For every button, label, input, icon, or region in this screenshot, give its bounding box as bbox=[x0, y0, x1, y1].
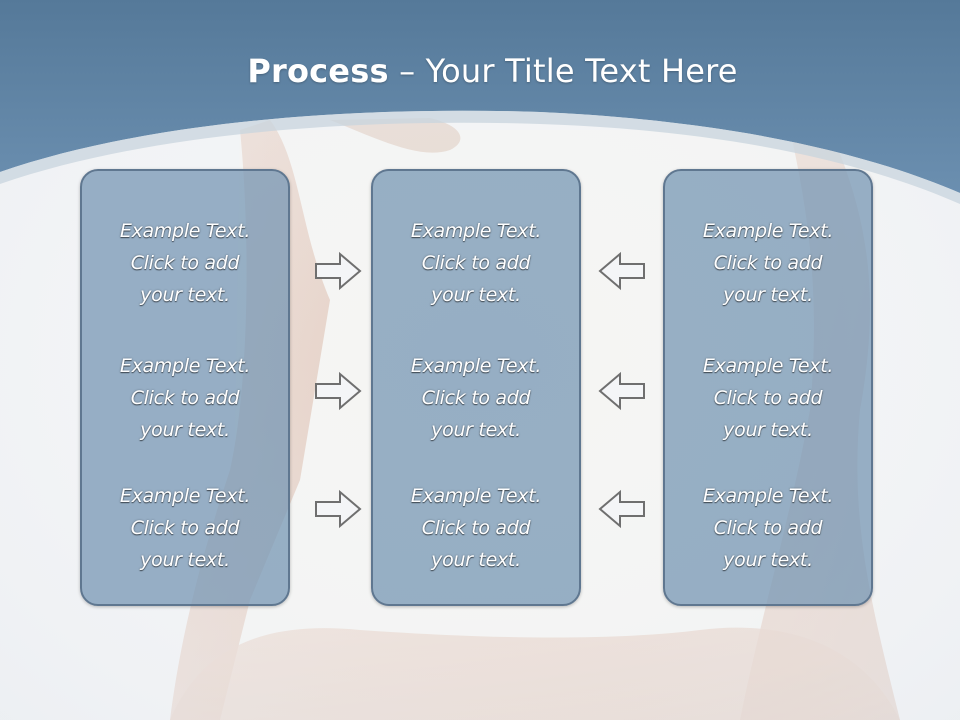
title-bold: Process bbox=[247, 52, 389, 90]
text-placeholder[interactable]: Example Text. Click to add your text. bbox=[119, 485, 251, 571]
text-placeholder[interactable]: Example Text. Click to add your text. bbox=[410, 220, 542, 306]
text-placeholder[interactable]: Example Text. Click to add your text. bbox=[410, 485, 542, 571]
text-placeholder[interactable]: Example Text. Click to add your text. bbox=[702, 355, 834, 441]
process-box-center[interactable]: Example Text. Click to add your text. Ex… bbox=[371, 169, 581, 606]
process-box-left[interactable]: Example Text. Click to add your text. Ex… bbox=[80, 169, 290, 606]
text-placeholder[interactable]: Example Text. Click to add your text. bbox=[702, 220, 834, 306]
text-placeholder[interactable]: Example Text. Click to add your text. bbox=[702, 485, 834, 571]
left-arrow-icon bbox=[598, 371, 645, 411]
right-arrow-icon bbox=[315, 371, 362, 411]
text-placeholder[interactable]: Example Text. Click to add your text. bbox=[119, 220, 251, 306]
page-title: Process – Your Title Text Here bbox=[0, 52, 960, 90]
text-placeholder[interactable]: Example Text. Click to add your text. bbox=[410, 355, 542, 441]
text-placeholder[interactable]: Example Text. Click to add your text. bbox=[119, 355, 251, 441]
right-arrow-icon bbox=[315, 251, 362, 291]
title-rest: – Your Title Text Here bbox=[388, 52, 738, 90]
process-box-right[interactable]: Example Text. Click to add your text. Ex… bbox=[663, 169, 873, 606]
left-arrow-icon bbox=[598, 489, 645, 529]
left-arrow-icon bbox=[598, 251, 645, 291]
right-arrow-icon bbox=[315, 489, 362, 529]
